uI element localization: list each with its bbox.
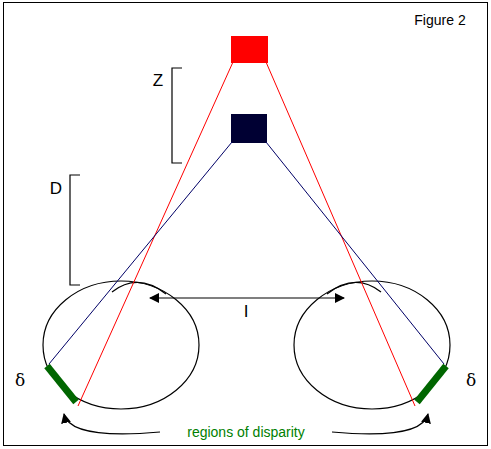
disparity-symbol: δ [466,372,476,389]
disparity-caption: regions of disparity [187,425,305,439]
depth-label: Z [153,72,163,89]
interocular-label: I [244,303,249,320]
disparity-symbol: δ [15,372,25,389]
distance-label: D [50,180,62,197]
figure-title: Figure 2 [414,13,465,27]
